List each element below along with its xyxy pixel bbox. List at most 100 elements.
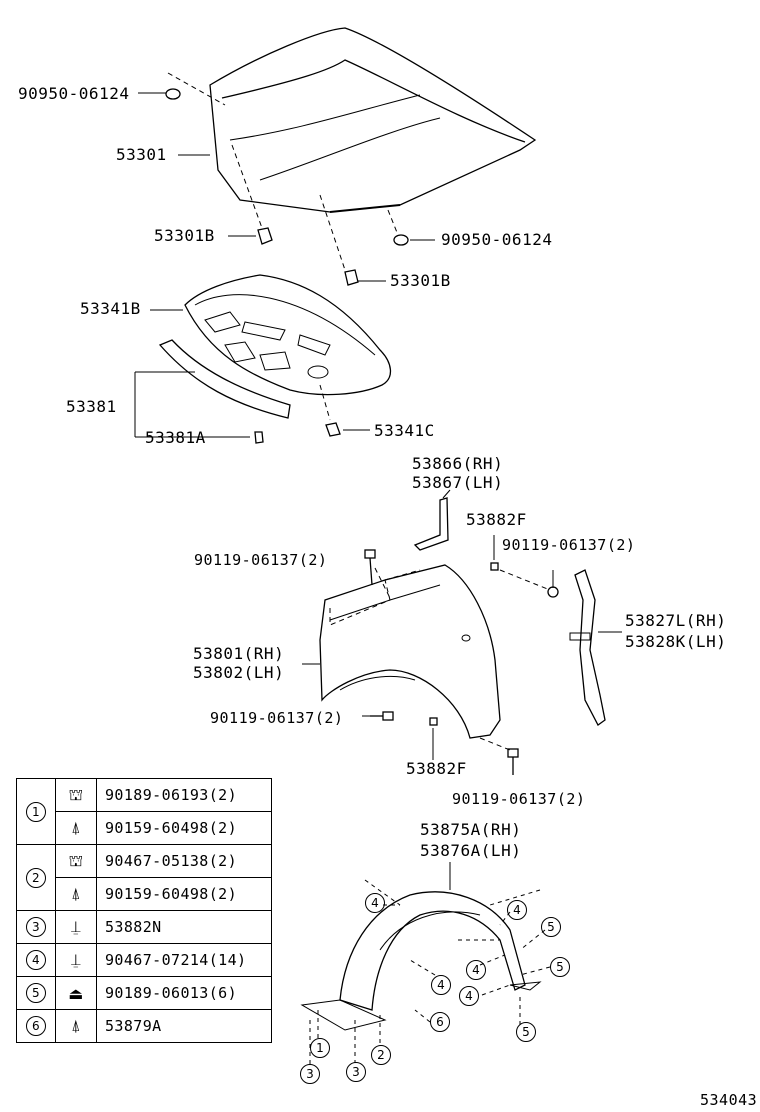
part-label-hood: 53301: [116, 145, 167, 164]
legend-part-number: 90159-60498(2): [96, 877, 272, 911]
grommet-icon: [165, 88, 181, 100]
part-label-hood-cushion-right: 53301B: [390, 271, 451, 290]
hood-panel: [209, 27, 537, 213]
legend-number-cell: 6: [16, 1009, 56, 1043]
part-label-fender-liner-upper-lh: 53867(LH): [412, 473, 504, 492]
part-label-fender-liner-upper-rh: 53866(RH): [412, 454, 504, 473]
part-label-fender-lh: 53802(LH): [193, 663, 285, 682]
screw-icon: ⍋: [70, 818, 81, 837]
bolt-icon: [547, 586, 559, 598]
legend-part-number: 90159-60498(2): [96, 811, 272, 845]
legend-row: 1 ⛫ 90189-06193(2): [16, 778, 272, 845]
legend-number-cell: 3: [16, 910, 56, 944]
legend-number-cell: 5: [16, 976, 56, 1010]
part-label-liner-rh: 53875A(RH): [420, 820, 522, 839]
hood-leaders: [138, 72, 435, 282]
screw-icon: ⍋: [70, 1016, 81, 1035]
callout-3: 3: [346, 1062, 366, 1082]
legend-icon-cell: ⛫: [55, 778, 97, 812]
clip-icon: ⛫: [68, 850, 84, 870]
callout-6: 6: [26, 1016, 46, 1036]
callout-4: 4: [26, 950, 46, 970]
legend-row: ⍋ 90159-60498(2): [17, 811, 272, 845]
front-fender: [302, 564, 501, 739]
legend-part-number: 90189-06193(2): [96, 778, 272, 812]
callout-2: 2: [26, 867, 46, 888]
part-label-seal-clip: 53381A: [145, 428, 206, 447]
legend-number-cell: 2: [16, 844, 56, 911]
screw-icon: ⍋: [70, 884, 81, 903]
part-label-bolt-lower-left: 90119-06137(2): [210, 709, 344, 727]
callout-1: 1: [26, 801, 46, 822]
callout-5: 5: [26, 983, 46, 1003]
fastener-legend-table: 1 ⛫ 90189-06193(2) ⍋ 90159-60498(2) 2 ⛫ …: [16, 778, 272, 1043]
hood-seal-strip: [134, 339, 291, 438]
legend-row: 2 ⛫ 90467-05138(2): [16, 844, 272, 911]
part-label-liner-lh: 53876A(LH): [420, 841, 522, 860]
fender-clip-icon: [429, 717, 438, 726]
part-label-insulator-clip: 53341C: [374, 421, 435, 440]
part-label-bolt-top-right: 90119-06137(2): [502, 536, 636, 554]
callout-6: 6: [430, 1012, 450, 1032]
callout-4: 4: [466, 960, 486, 980]
cushion-icon: [344, 269, 359, 286]
part-label-bolt-lower-right: 90119-06137(2): [452, 790, 586, 808]
fender-bracket: [569, 569, 622, 726]
legend-icon-cell: ⍋: [55, 1009, 97, 1043]
part-label-hood-cushion-left: 53301B: [154, 226, 215, 245]
legend-icon-cell: ⍋: [55, 877, 97, 911]
legend-icon-cell: ⍊: [55, 910, 97, 944]
legend-row: 6 ⍋ 53879A: [16, 1009, 272, 1043]
legend-row: 4 ⍊ 90467-07214(14): [16, 943, 272, 977]
nut-icon: ⏏: [68, 983, 84, 1003]
legend-row: ⍋ 90159-60498(2): [17, 877, 272, 911]
legend-row: 3 ⍊ 53882N: [16, 910, 272, 944]
legend-number-cell: 1: [16, 778, 56, 845]
push-clip-icon: ⍊: [70, 950, 81, 969]
cushion-icon: [257, 227, 273, 245]
insulator-clip-leader: [319, 384, 331, 421]
part-label-hood-insulator: 53341B: [80, 299, 141, 318]
diagram-id: 534043: [700, 1091, 758, 1109]
legend-number-cell: 4: [16, 943, 56, 977]
part-label-bolt-top-left: 90119-06137(2): [194, 551, 328, 569]
push-clip-icon: ⍊: [70, 917, 81, 936]
part-label-fender-bracket-lh: 53828K(LH): [625, 632, 727, 651]
part-label-hood-grommet-right: 90950-06124: [441, 230, 553, 249]
part-label-fender-clip-top: 53882F: [466, 510, 527, 529]
legend-part-number: 90467-07214(14): [96, 943, 272, 977]
part-label-fender-rh: 53801(RH): [193, 644, 285, 663]
callout-3: 3: [300, 1064, 320, 1084]
legend-part-number: 90189-06013(6): [96, 976, 272, 1010]
part-label-fender-bracket-rh: 53827L(RH): [625, 611, 727, 630]
liner-callout-leaders: [309, 879, 551, 1065]
callout-1: 1: [310, 1038, 330, 1058]
legend-part-number: 90467-05138(2): [96, 844, 272, 878]
callout-5: 5: [550, 957, 570, 977]
part-label-fender-clip-bottom: 53882F: [406, 759, 467, 778]
legend-icon-cell: ⛫: [55, 844, 97, 878]
legend-part-number: 53879A: [96, 1009, 272, 1043]
part-label-hood-grommet-top: 90950-06124: [18, 84, 130, 103]
legend-part-number: 53882N: [96, 910, 272, 944]
callout-5: 5: [516, 1022, 536, 1042]
insulator-clip-icon: [325, 422, 341, 437]
fender-clip-icon: [490, 562, 499, 571]
fender-upper-liner: [413, 497, 449, 551]
callout-2: 2: [371, 1045, 391, 1065]
hood-insulator-pad: [150, 274, 392, 396]
callout-5: 5: [541, 917, 561, 937]
callout-4: 4: [431, 975, 451, 995]
grommet-icon: [393, 234, 409, 246]
callout-4: 4: [365, 893, 385, 913]
fender-inner-liner: [300, 862, 542, 1031]
legend-icon-cell: ⍊: [55, 943, 97, 977]
legend-icon-cell: ⏏: [55, 976, 97, 1010]
callout-4: 4: [459, 986, 479, 1006]
bolt-icon: [507, 748, 519, 775]
callout-3: 3: [26, 917, 46, 937]
clip-icon: ⛫: [68, 784, 84, 804]
part-label-seal: 53381: [66, 397, 117, 416]
callout-4: 4: [507, 900, 527, 920]
